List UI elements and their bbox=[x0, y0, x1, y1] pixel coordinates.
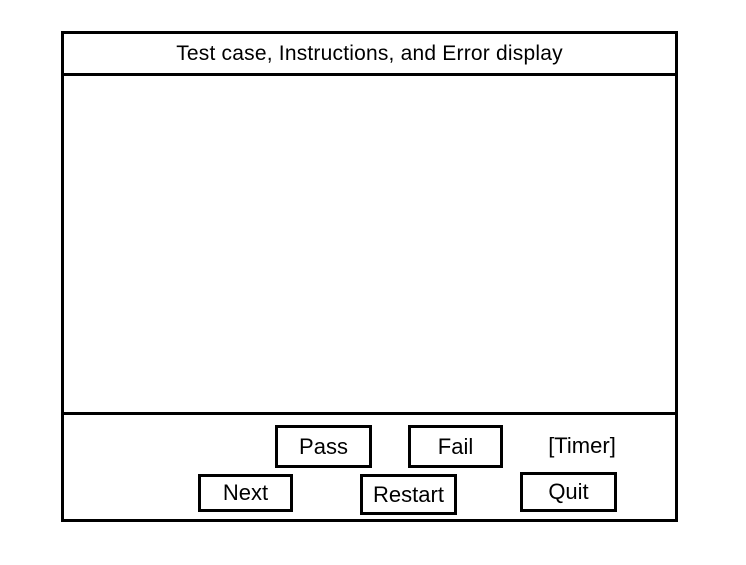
test-display-area bbox=[64, 76, 675, 415]
page-title: Test case, Instructions, and Error displ… bbox=[176, 41, 563, 65]
restart-button[interactable]: Restart bbox=[360, 474, 457, 515]
test-tool-window: Test case, Instructions, and Error displ… bbox=[61, 31, 678, 522]
header-bar: Test case, Instructions, and Error displ… bbox=[64, 34, 675, 76]
pass-button[interactable]: Pass bbox=[275, 425, 372, 468]
next-button[interactable]: Next bbox=[198, 474, 293, 512]
fail-button[interactable]: Fail bbox=[408, 425, 503, 468]
timer-placeholder-label: [Timer] bbox=[548, 433, 616, 458]
quit-button[interactable]: Quit bbox=[520, 472, 617, 512]
control-bar: Pass Fail [Timer] Next Restart Quit bbox=[64, 415, 675, 519]
